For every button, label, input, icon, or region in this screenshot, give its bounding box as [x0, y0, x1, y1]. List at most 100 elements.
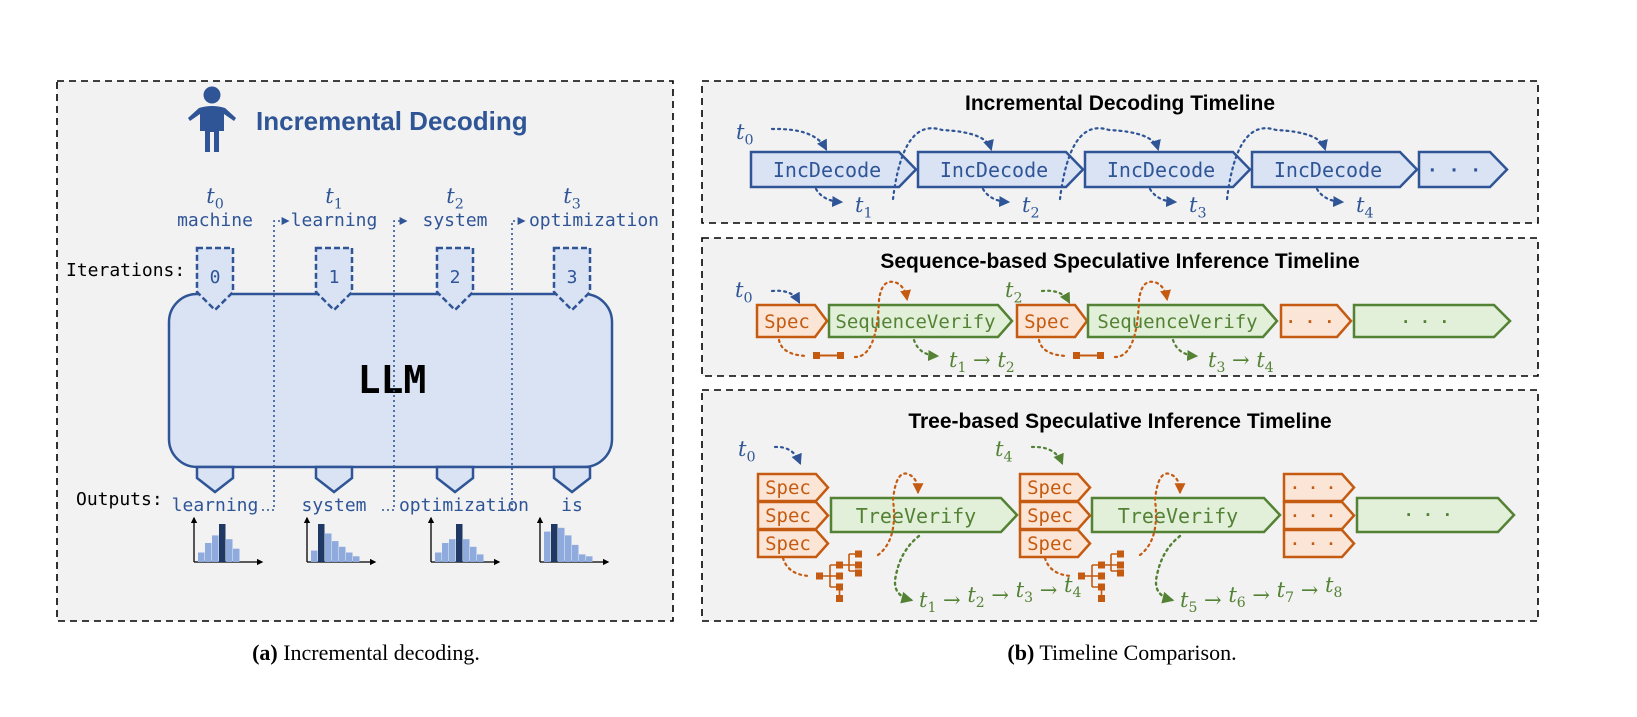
treeverify-box-1 [1090, 496, 1282, 534]
verify-result-1: t3 → t4 [1208, 348, 1274, 376]
caption-a: (a) Incremental decoding. [252, 640, 480, 665]
tree-result-1-base-0: t [1180, 588, 1189, 612]
incdecode-out-var-0-sub: 1 [863, 205, 872, 221]
iteration-number-3: 3 [567, 267, 578, 288]
tree-node-l2-2 [855, 569, 862, 577]
tree-spec-box-0-0 [756, 472, 830, 503]
tree-ellipsis-spec-box-0 [1282, 472, 1356, 503]
token-var-0-sub: 0 [215, 196, 224, 212]
verify-result-from-0: t [949, 348, 958, 372]
incdecode-ellipsis-box [1417, 150, 1509, 189]
hist-bar-3-2 [558, 527, 565, 562]
iteration-marker-1 [314, 246, 354, 312]
verify-result-to-1: t [1256, 348, 1265, 372]
spec-token-a-1 [1073, 352, 1080, 359]
tree-node-l2-1 [1117, 561, 1124, 569]
caption-b-label: (b) [1007, 640, 1034, 665]
seq-start-var-0-base: t [735, 278, 744, 302]
incdecode-label-0: IncDecode [773, 158, 881, 182]
person-icon [188, 86, 236, 152]
hist-bar-3-3 [565, 535, 572, 562]
token-var-3: t3 [563, 184, 581, 212]
iterations-label: Iterations: [66, 260, 185, 281]
tree-spec-box-1-1 [1018, 500, 1092, 531]
incdecode-ellipsis: · · · [1427, 160, 1481, 181]
hist-bar-1-1 [318, 524, 325, 562]
tree-result-1-arrow-2: → [1294, 578, 1325, 602]
tree-result-0-arrow-2: → [1033, 578, 1064, 602]
tree-node-l2-1 [855, 561, 862, 569]
feedback-line-2 [502, 217, 526, 511]
hist-bar-0-2 [212, 535, 219, 562]
spec-out-arrow-1 [1037, 338, 1069, 358]
seq-start-var-1: t2 [1005, 278, 1023, 306]
incdecode-out-var-0: t1 [855, 193, 873, 221]
hist-bar-2-2 [449, 539, 456, 562]
iteration-marker-3 [552, 246, 592, 312]
token-input-2: system [422, 210, 487, 231]
incdecode-out-arrow-2 [1148, 187, 1178, 208]
tree-timeline-title: Tree-based Speculative Inference Timelin… [908, 410, 1331, 433]
tree-node-l2-2 [1117, 569, 1124, 577]
output-marker-2 [435, 465, 475, 494]
hist-bar-3-5 [579, 554, 586, 562]
seq-ellipsis-verify: · · · [1401, 312, 1449, 331]
caption-b: (b) Timeline Comparison. [1007, 640, 1236, 665]
incdecode-out-var-2-base: t [1189, 193, 1198, 217]
tree-start-var-0-base: t [738, 437, 747, 461]
caption-a-text: Incremental decoding. [283, 640, 480, 665]
panel-a-title: Incremental Decoding [256, 106, 528, 136]
tree-start-arrow-1 [1030, 445, 1064, 466]
tree-result-0-base-3: t [1064, 573, 1073, 597]
spec-out-arrow-0 [777, 338, 809, 358]
tree-result-0-arrow-0: → [936, 588, 967, 612]
hist-bar-2-5 [470, 546, 477, 562]
incdecode-box-2 [1083, 150, 1252, 189]
tree-result-0-sub-0: 1 [927, 600, 936, 616]
token-input-1: learning [291, 210, 378, 231]
tree-node-l2-extra [1098, 595, 1105, 602]
tree-result-1-base-1: t [1228, 583, 1237, 607]
token-var-0: t0 [206, 184, 224, 212]
verify-result-to-0: t [997, 348, 1006, 372]
tree-node-root [816, 572, 823, 580]
tree-ellipsis-spec-box-1 [1282, 500, 1356, 531]
incremental-timeline-title: Incremental Decoding Timeline [965, 92, 1275, 115]
tree-node-l1-2 [1098, 583, 1105, 591]
hist-bar-0-0 [198, 552, 205, 562]
tree-result-1-arrow-0: → [1197, 588, 1228, 612]
token-var-3-sub: 3 [572, 196, 581, 212]
seq-ellipsis-spec-box [1279, 303, 1353, 339]
sequence-timeline-title: Sequence-based Speculative Inference Tim… [880, 250, 1359, 273]
tree-node-l2-0 [855, 550, 862, 558]
hist-bar-1-0 [311, 550, 318, 562]
output-marker-0 [195, 465, 235, 494]
tree-spec-label-0-1: Spec [765, 505, 811, 527]
verify-result-from-sub-0: 1 [957, 360, 966, 376]
tree-node-l2-0 [1117, 550, 1124, 558]
tree-result-1-sub-3: 8 [1333, 585, 1342, 601]
hist-bar-0-5 [233, 548, 240, 562]
tree-spec-box-0-2 [756, 528, 830, 559]
sequenceverify-label-1: SequenceVerify [1097, 311, 1257, 333]
incdecode-feedback-1 [1058, 127, 1161, 201]
tree-node-l1-1 [836, 572, 843, 580]
seq-ellipsis-spec: · · · [1286, 312, 1334, 331]
incdecode-start-arrow [770, 127, 828, 151]
output-token-2: optimization [399, 495, 529, 516]
verify-result-to-sub-1: 4 [1265, 360, 1274, 376]
hist-bar-1-2 [325, 533, 332, 562]
token-input-0: machine [177, 210, 253, 231]
hist-bar-3-4 [572, 544, 579, 562]
tree-ellipsis-verify-box [1355, 496, 1516, 534]
tree-node-l1-0 [1098, 561, 1105, 569]
treeverify-out-arrow-0 [893, 534, 921, 604]
incdecode-out-var-2: t3 [1189, 193, 1207, 221]
seq-start-var-1-base: t [1005, 278, 1014, 302]
hist-bar-0-3 [219, 524, 226, 562]
spec-box-1 [1015, 303, 1089, 339]
hist-bar-3-1 [551, 524, 558, 562]
caption-a-label: (a) [252, 640, 278, 665]
tree-result-0-base-0: t [919, 588, 928, 612]
